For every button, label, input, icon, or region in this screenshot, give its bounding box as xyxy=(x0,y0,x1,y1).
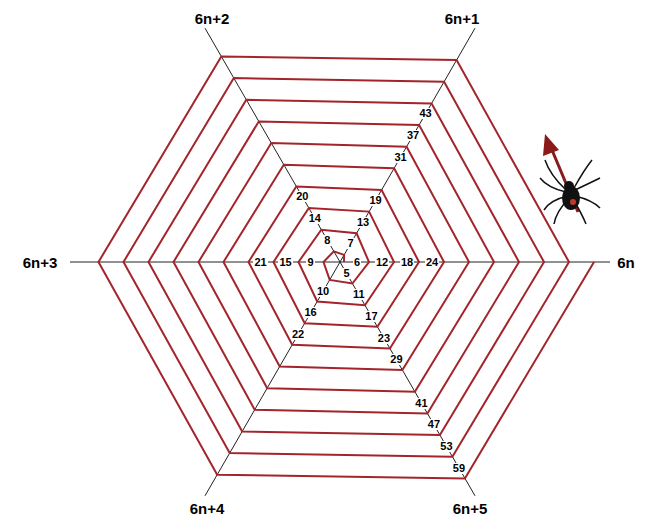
callout-number: 23 xyxy=(377,333,391,344)
axis-line xyxy=(205,262,340,496)
callout-number: 6 xyxy=(353,257,361,268)
callout-number: 37 xyxy=(406,130,420,141)
callout-number: 53 xyxy=(439,441,453,452)
callout-number: 17 xyxy=(364,311,378,322)
callout-number: 24 xyxy=(425,257,439,268)
callout-number: 31 xyxy=(394,152,408,163)
callout-number: 19 xyxy=(369,195,383,206)
axis-label: 6n+4 xyxy=(188,500,227,517)
callout-number: 29 xyxy=(389,354,403,365)
axis-label: 6n+5 xyxy=(451,500,490,517)
callout-number: 20 xyxy=(295,191,309,202)
web-spiral xyxy=(99,57,595,479)
axis-label: 6n+3 xyxy=(21,254,60,271)
callout-number: 11 xyxy=(352,289,366,300)
spider xyxy=(540,134,600,224)
callout-number: 13 xyxy=(356,217,370,228)
callout-number: 16 xyxy=(304,307,318,318)
axis-label: 6n+1 xyxy=(443,10,482,27)
axis-label: 6n xyxy=(615,254,637,271)
axis-lines xyxy=(70,28,610,496)
callout-number: 12 xyxy=(375,257,389,268)
callout-number: 43 xyxy=(419,108,433,119)
axis-line xyxy=(340,262,475,496)
callout-number: 21 xyxy=(253,257,267,268)
callout-number: 7 xyxy=(347,238,355,249)
callout-number: 59 xyxy=(452,463,466,474)
callout-number: 5 xyxy=(342,268,350,279)
callout-number: 47 xyxy=(427,419,441,430)
callout-number: 14 xyxy=(308,213,322,224)
callout-number: 41 xyxy=(414,398,428,409)
callout-number: 15 xyxy=(278,257,292,268)
callout-number: 9 xyxy=(306,257,314,268)
callout-number: 10 xyxy=(316,286,330,297)
callout-number: 18 xyxy=(400,257,414,268)
axis-label: 6n+2 xyxy=(193,10,232,27)
callout-number: 8 xyxy=(323,235,331,246)
callout-number: 22 xyxy=(291,329,305,340)
